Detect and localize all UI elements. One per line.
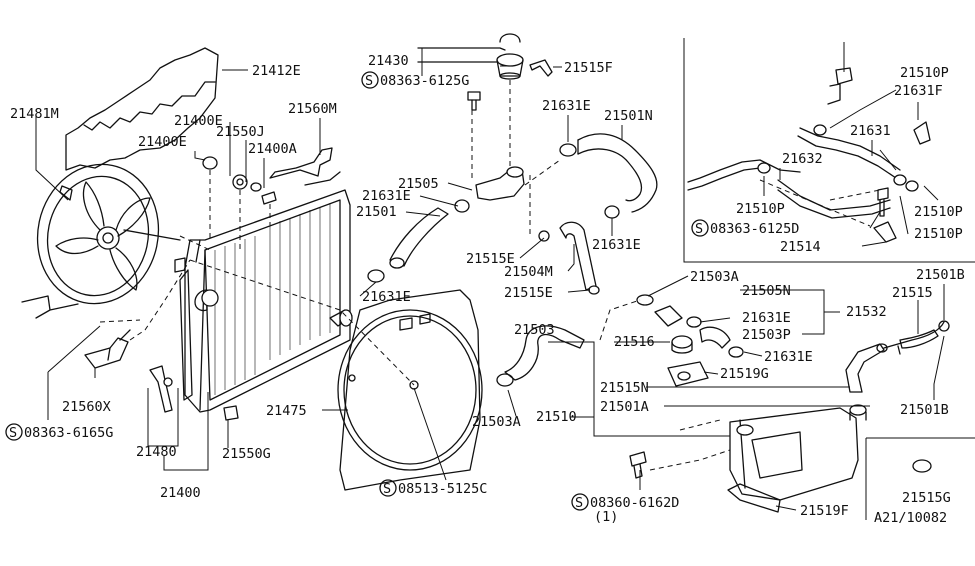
part-label-21503: 21503 xyxy=(514,322,555,338)
part-label-21560X: 21560X xyxy=(62,399,111,415)
part-label-21503A-b: 21503A xyxy=(472,414,521,430)
part-label-21400A: 21400A xyxy=(248,141,297,157)
part-label-21515E-a: 21515E xyxy=(466,251,515,267)
part-label-21400E-a: 21400E xyxy=(174,113,223,129)
part-label-21631E-c: 21631E xyxy=(592,237,641,253)
cap-21516 xyxy=(671,335,693,354)
part-label-21631E-e: 21631E xyxy=(742,310,791,326)
screw-label-08363-6165G: 08363-6165G xyxy=(24,425,113,441)
part-label-21501: 21501 xyxy=(356,204,397,220)
part-label-21505N: 21505N xyxy=(742,283,791,299)
part-label-21504M: 21504M xyxy=(504,264,553,280)
part-label-21510P-a: 21510P xyxy=(900,65,949,81)
drain-cock xyxy=(149,365,173,413)
part-label-21516: 21516 xyxy=(614,334,655,350)
part-labels: 21412E 21481M 21400E 21400E 21550J 21400… xyxy=(10,53,965,526)
part-label-21505: 21505 xyxy=(398,176,439,192)
screw-symbol xyxy=(5,71,709,511)
phantom-lines xyxy=(99,80,881,471)
upper-hose-short xyxy=(389,207,449,269)
part-label-21631E-d: 21631E xyxy=(362,289,411,305)
part-label-21400E-b: 21400E xyxy=(138,134,187,150)
water-outlet-pipe xyxy=(654,305,731,349)
leader-lines xyxy=(35,42,945,511)
part-label-21475: 21475 xyxy=(266,403,307,419)
radiator xyxy=(174,189,353,413)
part-label-21510P-c: 21510P xyxy=(914,204,963,220)
upper-radiator-hose xyxy=(577,133,658,213)
fan-shroud xyxy=(337,289,483,491)
tank-screw xyxy=(629,451,647,479)
part-label-21532: 21532 xyxy=(846,304,887,320)
bracket-21519G xyxy=(667,361,709,387)
cap-screw xyxy=(467,91,481,111)
hose-clamp xyxy=(367,143,950,387)
part-label-21400: 21400 xyxy=(160,485,201,501)
mount-cushion xyxy=(202,156,277,205)
part-label-21501A: 21501A xyxy=(600,399,649,415)
part-label-21503P: 21503P xyxy=(742,327,791,343)
part-label-21510: 21510 xyxy=(536,409,577,425)
screw-s-1: S xyxy=(365,73,373,89)
part-label-21514: 21514 xyxy=(780,239,821,255)
part-label-21515G: 21515G xyxy=(902,490,951,506)
part-label-21480: 21480 xyxy=(136,444,177,460)
part-label-21631: 21631 xyxy=(850,123,891,139)
upper-mount-bracket xyxy=(269,147,341,186)
part-label-21550J: 21550J xyxy=(216,124,265,140)
part-label-21632: 21632 xyxy=(782,151,823,167)
thermostat-housing xyxy=(475,166,525,201)
screw-label-08363-6125G: 08363-6125G xyxy=(380,73,469,89)
grommet-21515G xyxy=(912,459,932,473)
part-label-21503A-a: 21503A xyxy=(690,269,739,285)
screw-s-4: S xyxy=(575,495,583,511)
quantity-label: (1) xyxy=(594,509,618,525)
radiator-cap xyxy=(417,33,524,80)
reference-code: A21/10082 xyxy=(874,510,947,526)
heat-shield xyxy=(65,47,219,171)
part-label-21412E: 21412E xyxy=(252,63,301,79)
part-label-21515F: 21515F xyxy=(564,60,613,76)
part-label-21631E-b: 21631E xyxy=(362,188,411,204)
part-label-21519G: 21519G xyxy=(720,366,769,382)
part-label-21519F: 21519F xyxy=(800,503,849,519)
screw-label-08360-6162D: 08360-6162D xyxy=(590,495,679,511)
screw-s-3: S xyxy=(383,481,391,497)
part-label-21631F: 21631F xyxy=(894,83,943,99)
part-label-21550G: 21550G xyxy=(222,446,271,462)
part-label-21515N: 21515N xyxy=(600,380,649,396)
detail-inset-frame xyxy=(683,38,975,263)
part-label-21481M: 21481M xyxy=(10,106,59,122)
part-label-21515E-b: 21515E xyxy=(504,285,553,301)
screw-s-2: S xyxy=(9,425,17,441)
part-label-21510P-b: 21510P xyxy=(736,201,785,217)
part-label-21515: 21515 xyxy=(892,285,933,301)
screw-symbol-letter: S S S S S xyxy=(9,73,703,511)
fan-motor xyxy=(21,163,181,319)
part-label-21560M: 21560M xyxy=(288,101,337,117)
screw-label-08363-6125D: 08363-6125D xyxy=(710,221,799,237)
part-label-21501B-b: 21501B xyxy=(900,402,949,418)
reservoir-tank xyxy=(727,404,867,513)
reference-box-frame xyxy=(865,437,975,520)
part-label-21631E-a: 21631E xyxy=(542,98,591,114)
lower-radiator-hose xyxy=(504,325,585,381)
tank-hose xyxy=(845,321,945,393)
screw-label-08513-5125C: 08513-5125C xyxy=(398,481,487,497)
part-label-21631E-f: 21631E xyxy=(764,349,813,365)
cap-clip xyxy=(529,59,553,77)
part-label-21501B-a: 21501B xyxy=(916,267,965,283)
lower-clip xyxy=(223,405,239,421)
bypass-hose xyxy=(559,221,597,291)
overflow-hose-21515 xyxy=(899,329,939,349)
screw-s-5: S xyxy=(695,221,703,237)
part-label-21510P-d: 21510P xyxy=(914,226,963,242)
lower-mount-bracket xyxy=(84,329,131,369)
part-label-21430: 21430 xyxy=(368,53,409,69)
part-label-21501N: 21501N xyxy=(604,108,653,124)
